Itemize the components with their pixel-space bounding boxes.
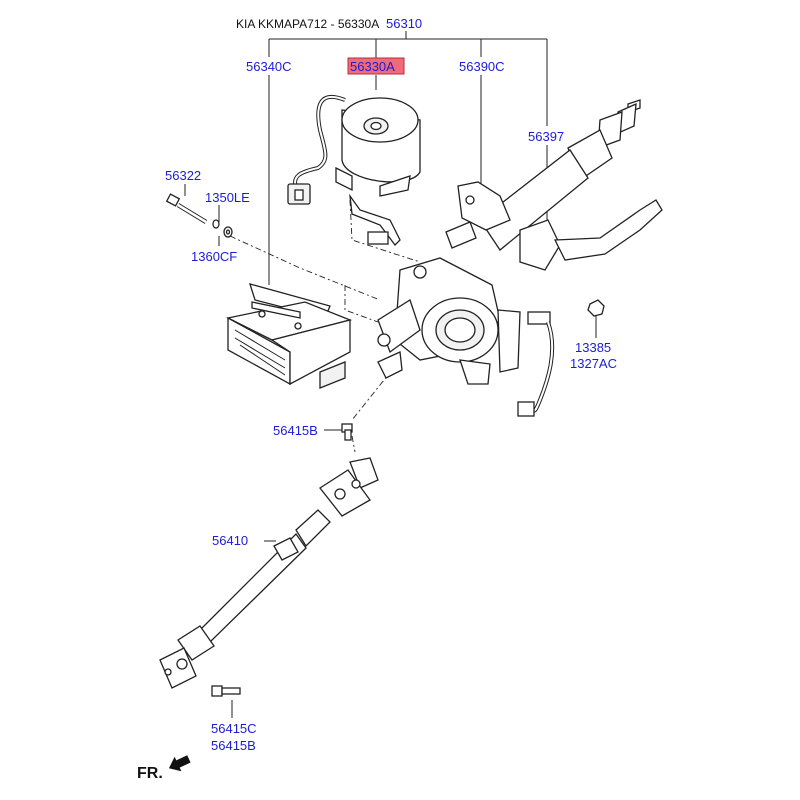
steering-column[interactable] xyxy=(377,99,663,385)
bolt-56415C[interactable] xyxy=(211,685,241,697)
diagram-title: KIA KKMAPA712 - 56330A xyxy=(236,17,379,31)
part-56397[interactable]: 56397 xyxy=(528,129,564,144)
wire-harness-56397[interactable] xyxy=(517,311,555,417)
direction-label: FR. xyxy=(137,765,163,782)
part-13385[interactable]: 13385 xyxy=(575,340,611,355)
washer-1350LE[interactable] xyxy=(212,219,220,229)
part-1360CF[interactable]: 1360CF xyxy=(191,249,237,264)
part-56390C[interactable]: 56390C xyxy=(459,59,505,74)
part-56322[interactable]: 56322 xyxy=(165,168,201,183)
bolt-56322[interactable] xyxy=(165,193,208,224)
assembly-bracket xyxy=(268,31,548,126)
front-arrow-icon xyxy=(168,755,191,772)
part-56330A[interactable]: 56330A xyxy=(350,59,395,74)
assembly-number[interactable]: 56310 xyxy=(386,16,422,31)
part-1350LE[interactable]: 1350LE xyxy=(205,190,250,205)
nut-13385[interactable] xyxy=(587,299,605,317)
bolt-56415B-top[interactable] xyxy=(341,423,353,441)
highlight-box xyxy=(347,57,405,75)
part-56340C[interactable]: 56340C xyxy=(246,59,292,74)
part-56415C[interactable]: 56415C xyxy=(211,721,257,736)
part-56415B-top[interactable]: 56415B xyxy=(273,423,318,438)
washer-1360CF[interactable] xyxy=(223,226,233,238)
dashed-assembly-lines xyxy=(229,199,421,453)
ecu-module-56340C[interactable] xyxy=(226,283,353,389)
intermediate-shaft-56410[interactable] xyxy=(159,457,379,689)
part-56410[interactable]: 56410 xyxy=(212,533,248,548)
part-56415B-bottom[interactable]: 56415B xyxy=(211,738,256,753)
part-1327AC[interactable]: 1327AC xyxy=(570,356,617,371)
ecu-motor-assembly[interactable] xyxy=(287,94,421,246)
